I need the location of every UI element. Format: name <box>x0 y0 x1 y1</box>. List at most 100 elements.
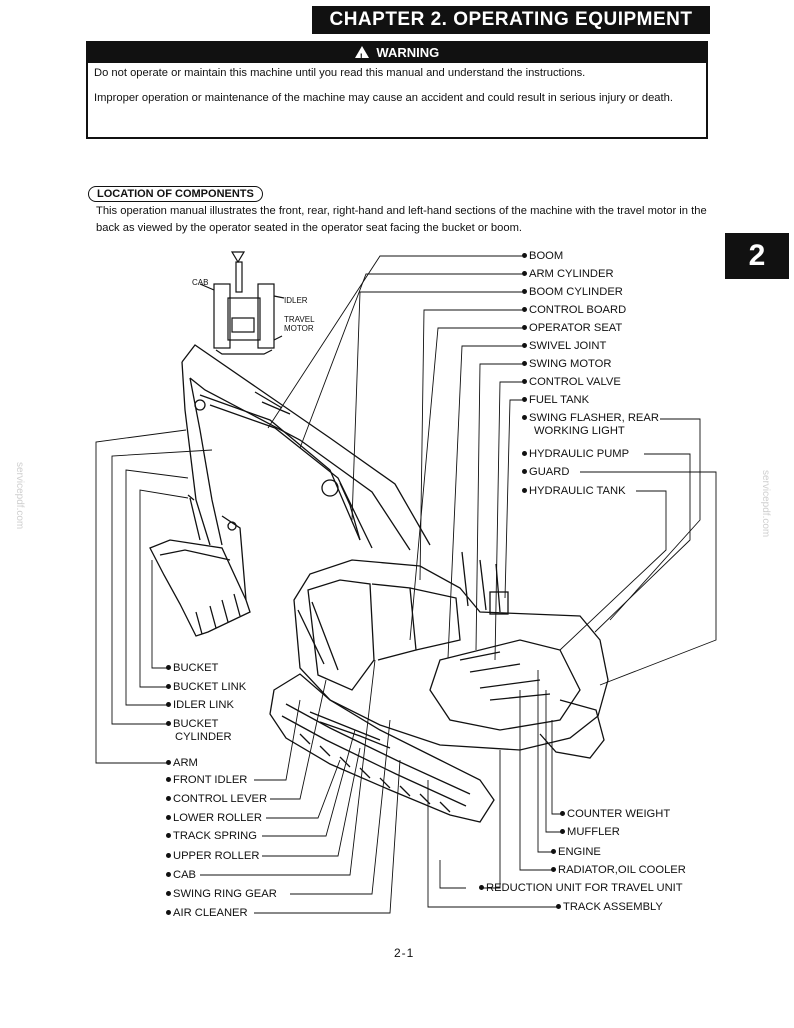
label-guard: GUARD <box>522 466 569 479</box>
bullet-dot <box>166 852 171 858</box>
warning-title: WARNING <box>376 45 440 60</box>
bullet-dot <box>551 848 556 854</box>
label-text: HYDRAULIC PUMP <box>529 448 630 460</box>
bullet-dot <box>166 759 171 765</box>
label-track-assembly: TRACK ASSEMBLY <box>556 901 663 914</box>
bucket-linework <box>149 515 251 637</box>
label-text: AIR CLEANER <box>173 907 248 919</box>
label-boom-cylinder: BOOM CYLINDER <box>522 286 623 299</box>
label-track-spring: TRACK SPRING <box>166 830 257 843</box>
label-text: CONTROL LEVER <box>173 793 268 805</box>
inset-label-travel: TRAVEL <box>284 315 315 324</box>
label-upper-roller: UPPER ROLLER <box>166 850 259 863</box>
bullet-dot <box>560 828 565 834</box>
label-swing-motor: SWING MOTOR <box>522 358 611 371</box>
label-text: IDLER LINK <box>173 699 234 711</box>
label-lower-roller: LOWER ROLLER <box>166 812 262 825</box>
label-air-cleaner: AIR CLEANER <box>166 907 248 920</box>
label-text: ARM <box>173 757 198 769</box>
section-intro: This operation manual illustrates the fr… <box>96 205 707 234</box>
label-hydraulic-pump: HYDRAULIC PUMP <box>522 448 629 461</box>
bullet-dot <box>522 468 527 474</box>
bullet-dot <box>522 306 527 312</box>
inset-machine-view <box>199 251 285 355</box>
watermark-left: servicepdf.com <box>14 462 25 530</box>
label-text: HYDRAULIC TANK <box>529 485 626 497</box>
bullet-dot <box>166 701 171 707</box>
watermark-right: servicepdf.com <box>760 470 771 538</box>
bullet-dot <box>522 487 527 493</box>
label-idler-link: IDLER LINK <box>166 699 234 712</box>
label-text: BUCKET LINK <box>173 681 247 693</box>
label-radiator-oil-cooler: RADIATOR,OIL COOLER <box>551 864 686 877</box>
label-text: ENGINE <box>558 846 601 858</box>
bullet-dot <box>166 890 171 896</box>
bullet-dot <box>166 871 171 877</box>
warning-text: Do not operate or maintain this machine … <box>88 63 706 106</box>
bullet-dot <box>522 270 527 276</box>
label-arm: ARM <box>166 757 198 770</box>
label-counter-weight: COUNTER WEIGHT <box>560 808 670 821</box>
bullet-dot <box>556 903 561 909</box>
label-control-lever: CONTROL LEVER <box>166 793 267 806</box>
label-hydraulic-tank: HYDRAULIC TANK <box>522 485 626 498</box>
label-text: SWING MOTOR <box>529 358 612 370</box>
inset-label-idler: IDLER <box>284 296 308 305</box>
bullet-dot <box>522 360 527 366</box>
undercarriage-linework <box>269 673 605 823</box>
label-text: CONTROL VALVE <box>529 376 621 388</box>
bullet-dot <box>479 884 484 890</box>
warning-line-1: Do not operate or maintain this machine … <box>94 67 586 79</box>
chapter-title: CHAPTER 2. OPERATING EQUIPMENT <box>312 6 710 34</box>
bullet-dot <box>166 776 171 782</box>
leader-lines-right <box>267 255 717 908</box>
label-text: WORKING LIGHT <box>534 425 625 437</box>
label-text: COUNTER WEIGHT <box>567 808 671 820</box>
label-bucket: BUCKET <box>166 662 218 675</box>
bullet-dot <box>166 909 171 915</box>
bullet-dot <box>522 342 527 348</box>
upper-structure-linework <box>293 551 609 751</box>
label-text: BOOM CYLINDER <box>529 286 623 298</box>
label-text: TRACK SPRING <box>173 830 257 842</box>
bullet-dot <box>522 396 527 402</box>
bullet-dot <box>551 866 556 872</box>
bullet-dot <box>166 814 171 820</box>
boom-arm-linework <box>181 344 431 551</box>
warning-box: ! WARNING Do not operate or maintain thi… <box>86 41 708 139</box>
label-text: UPPER ROLLER <box>173 850 260 862</box>
label-operator-seat: OPERATOR SEAT <box>522 322 622 335</box>
label-swivel-joint: SWIVEL JOINT <box>522 340 606 353</box>
inset-label-cab: CAB <box>192 278 209 287</box>
label-text: BUCKET <box>173 662 219 674</box>
label-text: MUFFLER <box>567 826 620 838</box>
label-boom: BOOM <box>522 250 563 263</box>
label-muffler: MUFFLER <box>560 826 620 839</box>
label-control-valve: CONTROL VALVE <box>522 376 621 389</box>
label-text: BUCKET <box>173 718 219 730</box>
bullet-dot <box>166 664 171 670</box>
bullet-dot <box>166 683 171 689</box>
label-text: ARM CYLINDER <box>529 268 614 280</box>
label-engine: ENGINE <box>551 846 601 859</box>
label-text: SWIVEL JOINT <box>529 340 607 352</box>
bullet-dot <box>166 795 171 801</box>
label-bucket-link: BUCKET LINK <box>166 681 246 694</box>
label-text: SWING RING GEAR <box>173 888 277 900</box>
label-text: RADIATOR,OIL COOLER <box>558 864 686 876</box>
label-control-board: CONTROL BOARD <box>522 304 626 317</box>
bullet-dot <box>522 324 527 330</box>
label-swing-ring-gear: SWING RING GEAR <box>166 888 277 901</box>
bullet-dot <box>522 414 527 420</box>
label-text: BOOM <box>529 250 564 262</box>
bullet-dot <box>522 378 527 384</box>
warning-bar: ! WARNING <box>88 43 706 63</box>
bullet-dot <box>522 252 527 258</box>
label-front-idler: FRONT IDLER <box>166 774 247 787</box>
label-text: FUEL TANK <box>529 394 590 406</box>
label-text: CONTROL BOARD <box>529 304 627 316</box>
label-text: REDUCTION UNIT FOR TRAVEL UNIT <box>486 882 683 894</box>
warning-triangle-icon: ! <box>354 46 369 62</box>
